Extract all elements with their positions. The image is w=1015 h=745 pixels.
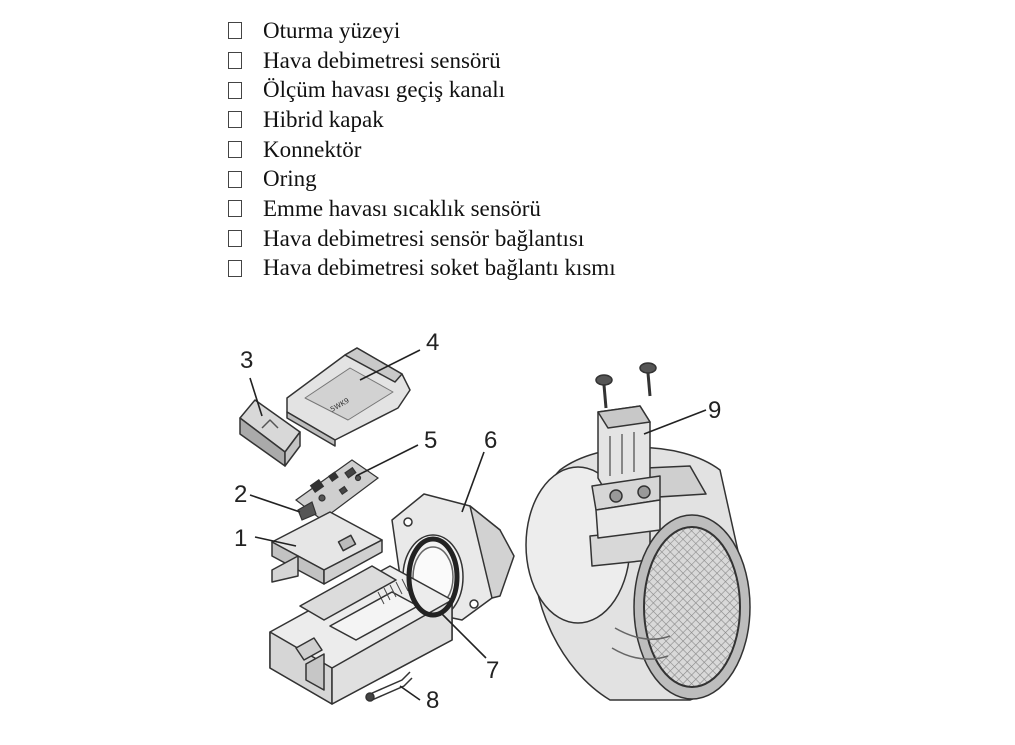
o-ring-part [406, 536, 460, 618]
checkbox-icon [228, 200, 242, 218]
legend-item-label: Hava debimetresi sensör bağlantısı [263, 225, 585, 251]
legend-item: Hava debimetresi sensör bağlantısı [228, 224, 616, 254]
measuring-channel-housing-part [269, 493, 515, 705]
callout-4: 4 [426, 329, 439, 356]
checkbox-icon [228, 52, 242, 70]
checkbox-icon [228, 230, 242, 248]
hybrid-cover-part: 5WK9 [286, 347, 411, 447]
callout-5: 5 [424, 427, 437, 454]
mounting-screw-icon [639, 362, 657, 397]
checkbox-icon [228, 22, 242, 40]
intake-air-temperature-sensor-part [365, 671, 413, 702]
checkbox-icon [228, 141, 242, 159]
legend-item-label: Ölçüm havası geçiş kanalı [263, 77, 506, 103]
legend-item: Konnektör [228, 135, 616, 165]
callout-8: 8 [426, 687, 439, 714]
checkbox-icon [228, 111, 242, 129]
callout-9: 9 [708, 397, 721, 424]
callout-6: 6 [484, 427, 497, 454]
legend-item: Emme havası sıcaklık sensörü [228, 194, 616, 224]
legend-item: Hibrid kapak [228, 105, 616, 135]
checkbox-icon [228, 259, 242, 277]
legend-item: Oturma yüzeyi [228, 16, 616, 46]
assembled-mass-air-flow-meter [525, 446, 751, 701]
legend-item-label: Hibrid kapak [263, 106, 384, 132]
sensor-element-part [297, 501, 317, 521]
callout-1: 1 [234, 525, 247, 552]
legend-item: Hava debimetresi sensörü [228, 46, 616, 76]
legend-item-label: Oturma yüzeyi [263, 17, 401, 43]
seating-surface-part [271, 511, 383, 585]
callout-7: 7 [486, 657, 499, 684]
checkbox-icon [228, 81, 242, 99]
parts-legend: Oturma yüzeyi Hava debimetresi sensörü Ö… [228, 16, 616, 283]
checkbox-icon [228, 170, 242, 188]
connector-cover-part [239, 399, 301, 467]
callout-3: 3 [240, 347, 253, 374]
legend-item-label: Hava debimetresi sensörü [263, 47, 501, 73]
legend-item-label: Hava debimetresi soket bağlantı kısmı [263, 255, 616, 281]
legend-item-label: Konnektör [263, 136, 362, 162]
legend-item: Ölçüm havası geçiş kanalı [228, 75, 616, 105]
callout-2: 2 [234, 481, 247, 508]
mounting-screw-icon [595, 374, 613, 409]
callout-leader-lines [249, 349, 707, 701]
legend-item: Hava debimetresi soket bağlantı kısmı [228, 254, 616, 284]
socket-connection-part [591, 405, 661, 539]
legend-item-label: Emme havası sıcaklık sensörü [263, 195, 541, 221]
legend-item: Oring [228, 164, 616, 194]
legend-item-label: Oring [263, 166, 317, 192]
